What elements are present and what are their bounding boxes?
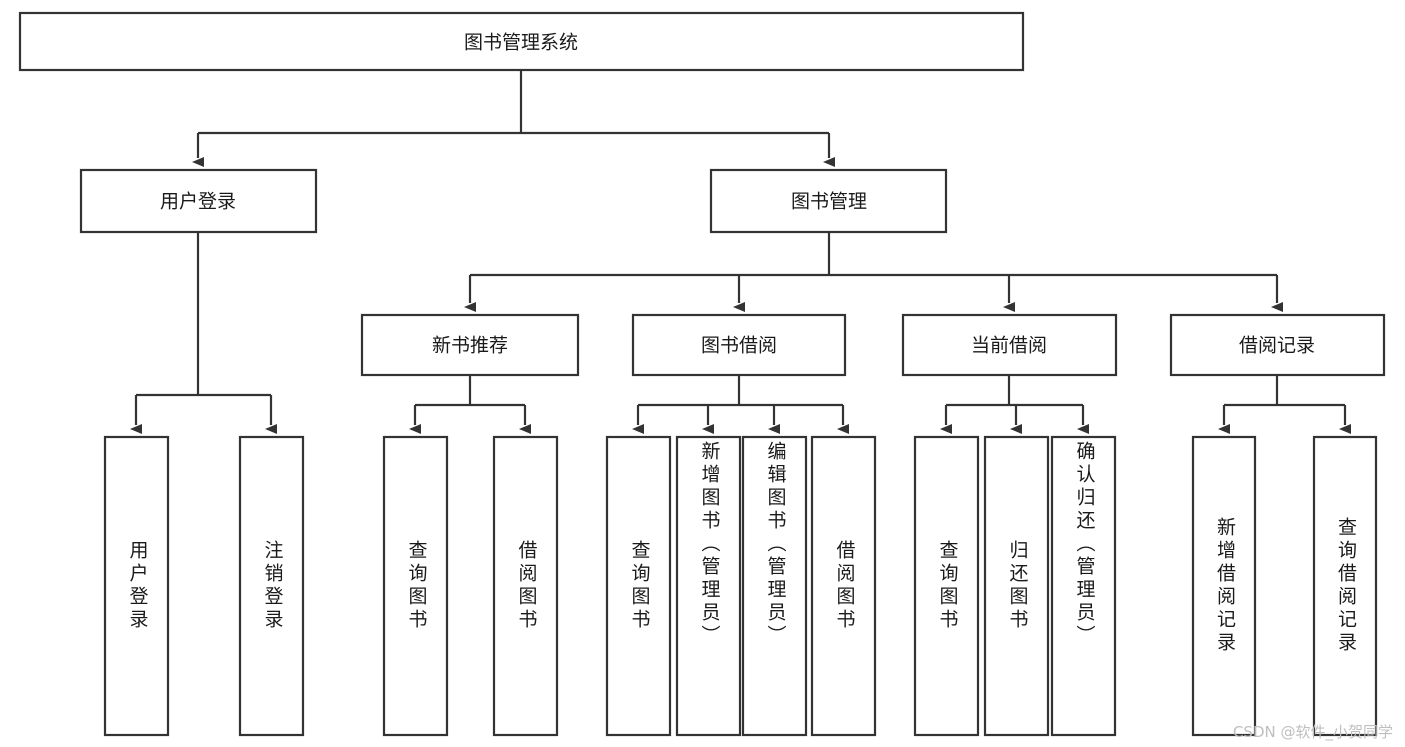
node-book-management-label: 图书管理	[791, 191, 867, 213]
connector-record-to-leaves	[1218, 375, 1351, 434]
connector-root-to-level2	[192, 70, 835, 167]
connector-bookmgmt-to-level3	[464, 232, 1283, 312]
leaf-user-login[interactable]	[103, 435, 170, 737]
node-book-management[interactable]	[709, 168, 948, 234]
leaf-user-logout[interactable]	[238, 435, 305, 737]
leaf-add-book-admin[interactable]	[675, 435, 742, 737]
connector-userlogin-to-leaves	[130, 232, 277, 434]
leaf-query-book-borrow[interactable]	[605, 435, 672, 737]
node-root-label: 图书管理系统	[464, 32, 578, 54]
node-user-login-label: 用户登录	[160, 191, 236, 213]
node-new-book-recommend-label: 新书推荐	[432, 335, 508, 357]
node-current-borrow-label: 当前借阅	[971, 335, 1047, 357]
leaf-query-borrow-record[interactable]	[1312, 435, 1378, 737]
node-borrow-record[interactable]	[1169, 313, 1386, 377]
node-new-book-recommend[interactable]	[360, 313, 580, 377]
leaf-query-book-recommend[interactable]	[382, 435, 449, 737]
leaf-confirm-return-admin[interactable]	[1050, 435, 1117, 737]
node-book-borrow[interactable]	[631, 313, 847, 377]
leaf-query-book-current[interactable]	[913, 435, 980, 737]
connector-current-to-leaves	[940, 375, 1089, 434]
connector-borrow-to-leaves	[632, 375, 849, 434]
leaf-borrow-book-recommend[interactable]	[492, 435, 559, 737]
leaf-borrow-book[interactable]	[810, 435, 877, 737]
leaf-return-book[interactable]	[983, 435, 1050, 737]
connector-newbook-to-leaves	[409, 375, 531, 434]
node-user-login[interactable]	[79, 168, 318, 234]
leaf-edit-book-admin[interactable]	[741, 435, 808, 737]
node-book-borrow-label: 图书借阅	[701, 335, 777, 357]
node-borrow-record-label: 借阅记录	[1239, 335, 1315, 357]
node-current-borrow[interactable]	[901, 313, 1118, 377]
node-root[interactable]	[18, 11, 1025, 72]
leaf-add-borrow-record[interactable]	[1191, 435, 1257, 737]
